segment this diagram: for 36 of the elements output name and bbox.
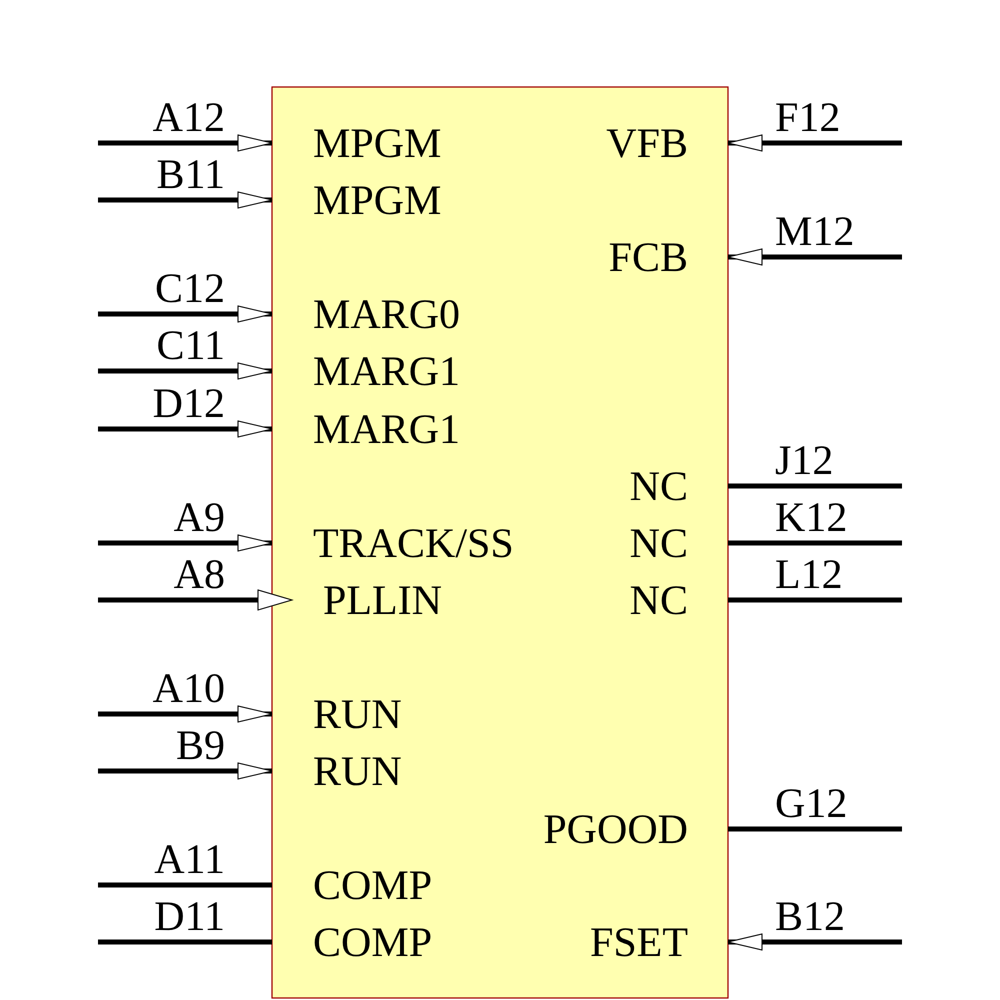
pin-name: COMP	[313, 865, 432, 907]
pin-name: VFB	[606, 123, 688, 165]
pin-name: NC	[630, 580, 688, 622]
pin-name: RUN	[313, 694, 402, 736]
pin-name: NC	[630, 523, 688, 565]
pin-number: D11	[154, 896, 225, 938]
pin-number: C11	[156, 325, 225, 367]
pin-number: A9	[174, 497, 225, 539]
pin-name: COMP	[313, 922, 432, 964]
pin-number: B11	[156, 154, 225, 196]
pin-name: FSET	[590, 922, 688, 964]
pin-number: D12	[152, 383, 225, 425]
pin-name: FCB	[608, 237, 688, 279]
pin-number: J12	[775, 440, 834, 482]
pin-number: A11	[154, 839, 225, 881]
pin-number: B12	[775, 896, 846, 938]
pin-name: NC	[630, 466, 688, 508]
pin-number: C12	[154, 268, 225, 310]
pin-number: M12	[775, 211, 854, 253]
pin-name: MARG0	[313, 294, 460, 336]
pin-name: PLLIN	[323, 580, 442, 622]
pin-number: A12	[152, 97, 225, 139]
pin-number: B9	[176, 725, 225, 767]
pin-number: G12	[775, 783, 848, 825]
pin-number: F12	[775, 97, 840, 139]
pin-name: MPGM	[313, 180, 442, 222]
pin-number: L12	[775, 554, 843, 596]
pin-name: PGOOD	[543, 809, 688, 851]
pin-name: MPGM	[313, 123, 442, 165]
pin-name: TRACK/SS	[313, 523, 514, 565]
pin-number: A8	[174, 554, 225, 596]
pin-name: RUN	[313, 751, 402, 793]
pin-name: MARG1	[313, 351, 460, 393]
pin-number: K12	[775, 497, 848, 539]
pin-name: MARG1	[313, 409, 460, 451]
pin-number: A10	[152, 668, 225, 710]
